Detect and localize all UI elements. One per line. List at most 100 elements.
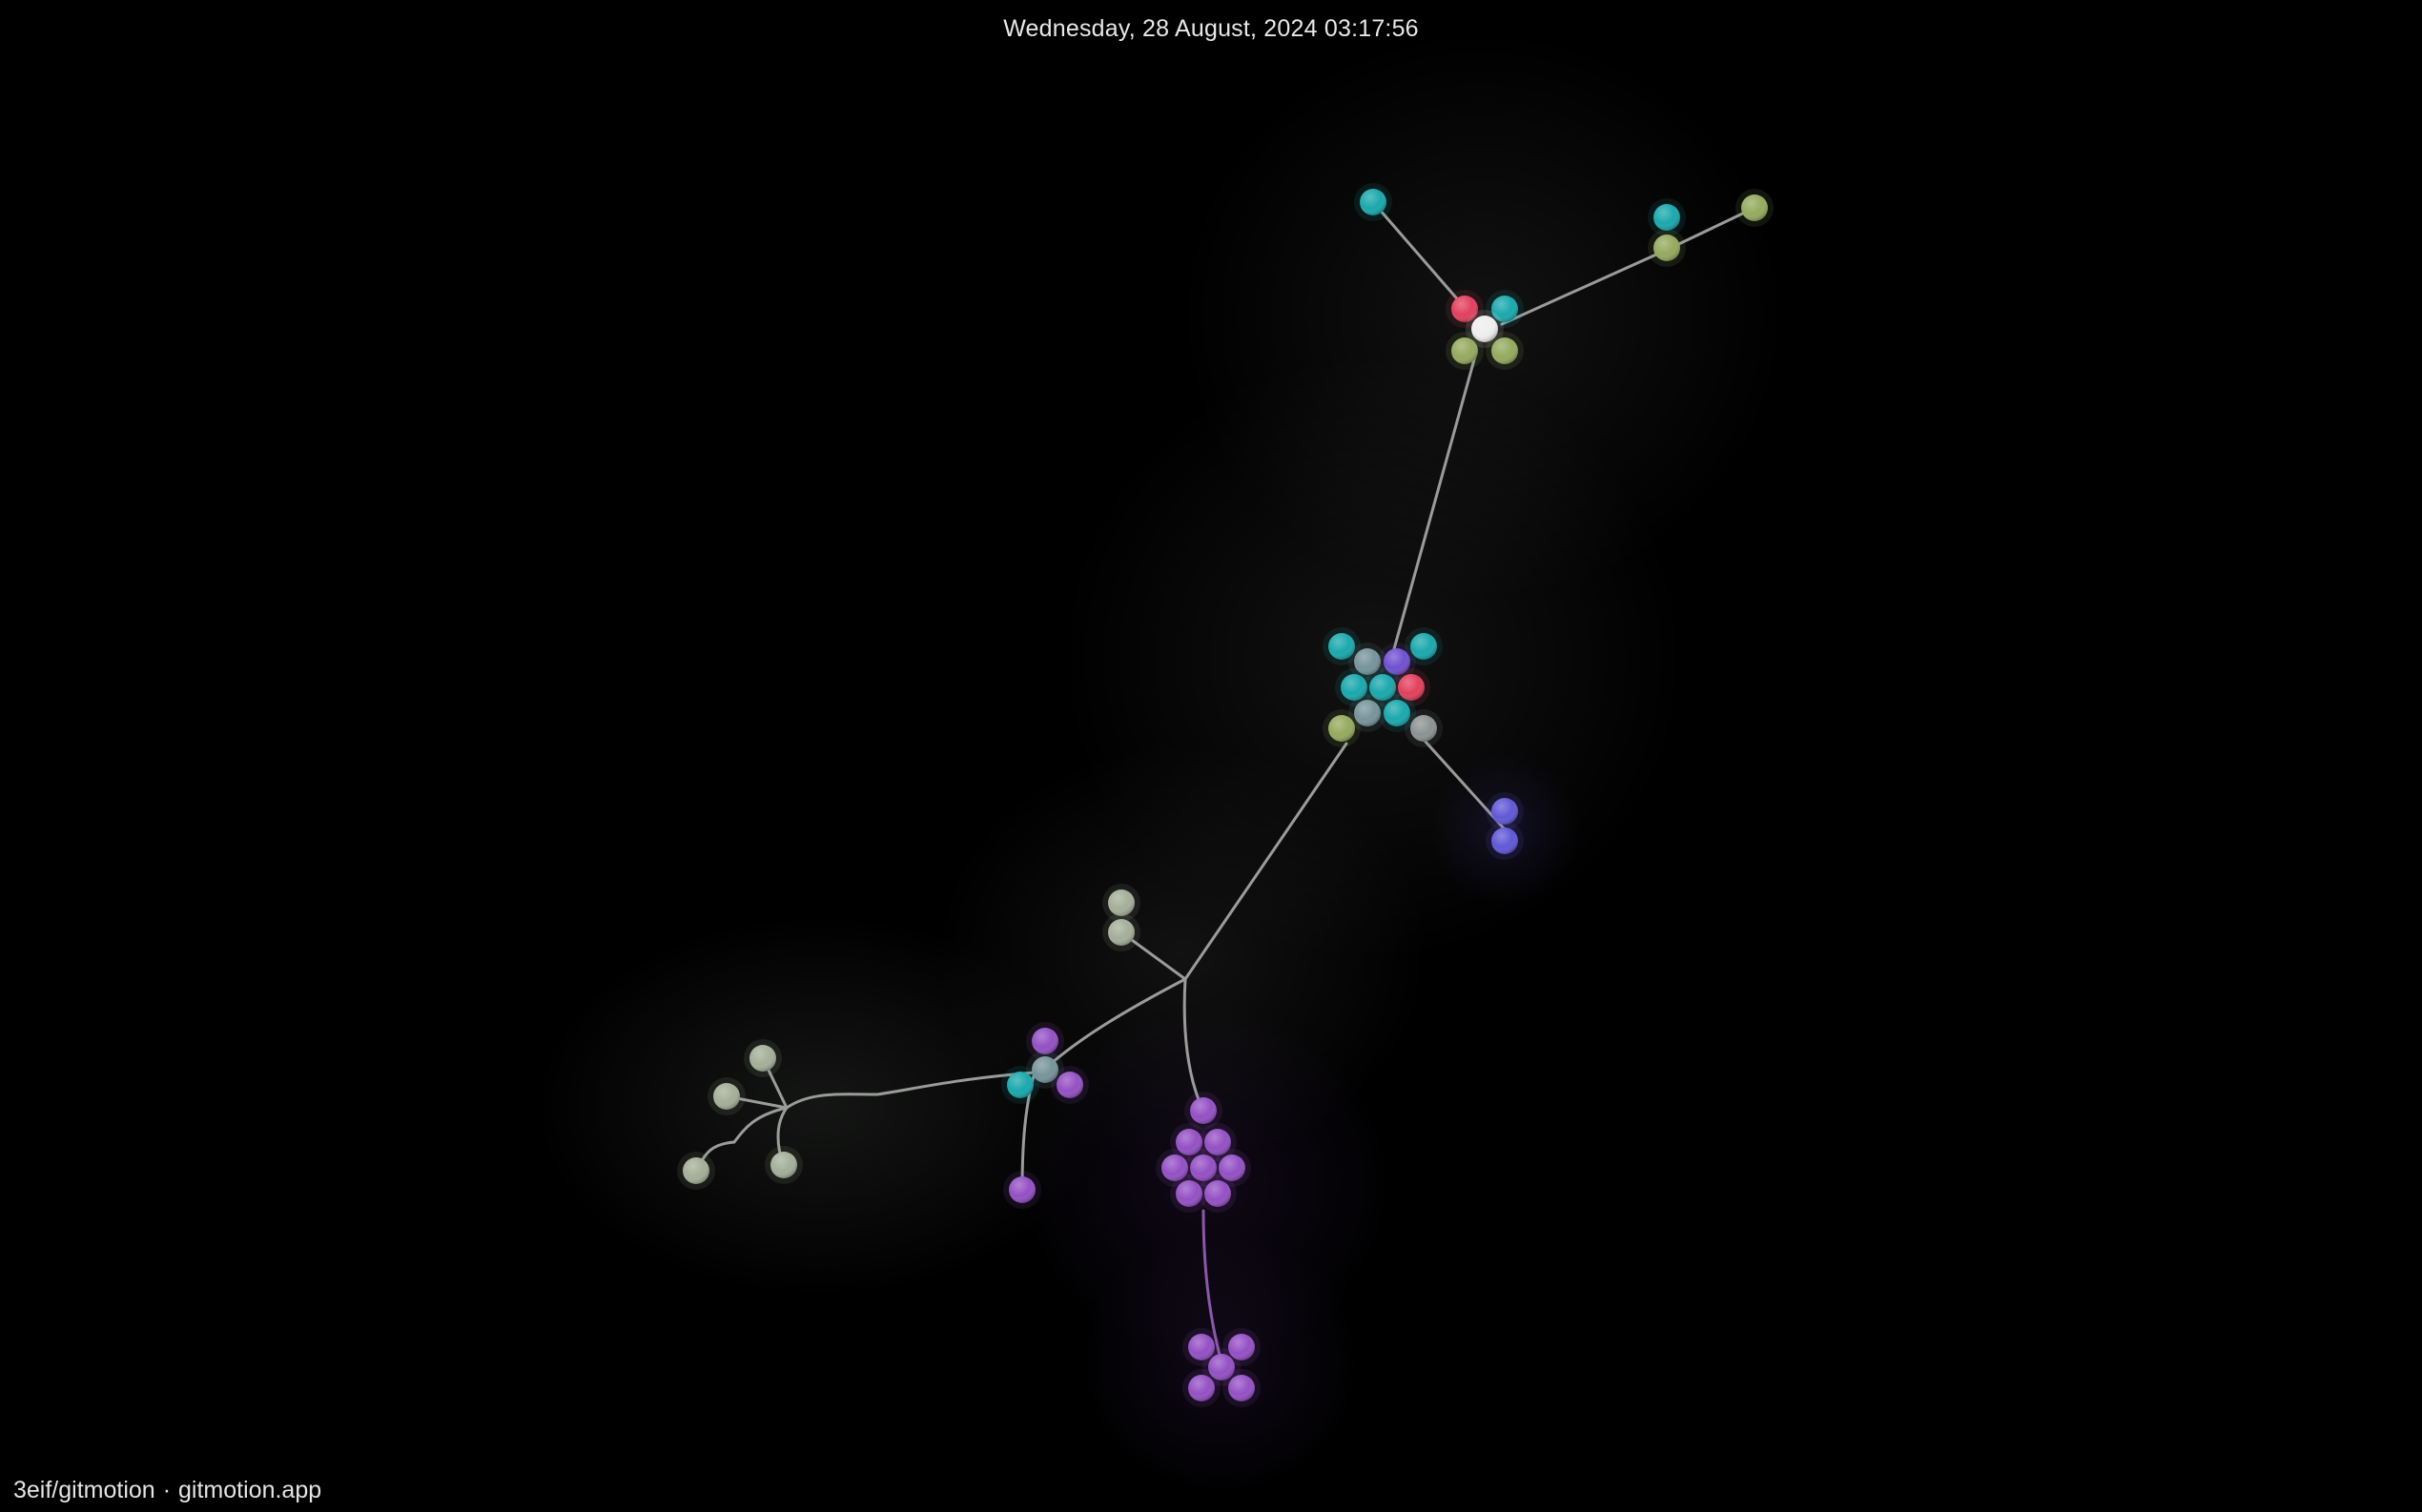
edge-junction-to-violet — [1042, 977, 1187, 1072]
file-node-shading — [1328, 715, 1355, 742]
edge-central-to-blue — [1424, 740, 1507, 831]
file-node-shading — [1653, 204, 1680, 231]
file-node-shading — [1741, 194, 1768, 221]
file-node-shading — [1410, 633, 1437, 660]
file-node-shading — [1341, 674, 1367, 701]
repo-name[interactable]: 3eif/gitmotion — [13, 1477, 155, 1503]
file-node-sage[interactable] — [1102, 884, 1140, 922]
file-node-shading — [1108, 889, 1135, 916]
file-node-shading — [1451, 296, 1478, 322]
file-node-shading — [1032, 1056, 1058, 1083]
file-node-shading — [1176, 1180, 1202, 1207]
file-node-sage[interactable] — [744, 1039, 782, 1077]
file-node-olive[interactable] — [1446, 332, 1484, 370]
file-node-gray[interactable] — [1405, 709, 1443, 747]
file-node-teal[interactable] — [1486, 290, 1524, 328]
halo-layer — [534, 29, 1788, 1497]
file-node-shading — [1161, 1154, 1188, 1181]
file-node-shading — [1354, 700, 1381, 726]
halo-left-branch — [534, 915, 1106, 1297]
file-node-slate[interactable] — [1348, 643, 1386, 681]
file-node-shading — [1360, 189, 1386, 215]
file-node-shading — [1491, 337, 1518, 364]
file-node-olive[interactable] — [1486, 332, 1524, 370]
file-node-shading — [1007, 1072, 1034, 1098]
file-node-slate[interactable] — [1348, 694, 1386, 732]
edge-violet-to-left — [785, 1071, 1037, 1110]
file-node-shading — [1491, 296, 1518, 322]
file-node-violet[interactable] — [1170, 1175, 1208, 1213]
file-node-shading — [1188, 1375, 1215, 1401]
file-node-shading — [1491, 798, 1518, 825]
file-node-teal[interactable] — [1648, 198, 1686, 236]
node-layer — [677, 183, 1774, 1407]
file-node-shading — [1410, 715, 1437, 742]
file-node-shading — [1204, 1180, 1231, 1207]
file-node-olive[interactable] — [1648, 229, 1686, 267]
file-node-teal[interactable] — [1378, 694, 1416, 732]
edge-top-to-teal — [1371, 200, 1463, 305]
file-node-shading — [683, 1157, 709, 1184]
file-node-violet[interactable] — [1156, 1149, 1194, 1187]
footer-separator: · — [162, 1477, 172, 1503]
site-link[interactable]: gitmotion.app — [178, 1477, 322, 1503]
file-node-teal[interactable] — [1001, 1066, 1039, 1104]
file-node-shading — [1108, 919, 1135, 946]
file-node-sage[interactable] — [708, 1077, 746, 1115]
file-node-violet[interactable] — [1213, 1149, 1251, 1187]
file-node-violet[interactable] — [1051, 1066, 1089, 1104]
file-node-shading — [1228, 1334, 1255, 1360]
file-node-shading — [749, 1045, 776, 1072]
file-node-violet[interactable] — [1182, 1328, 1221, 1366]
file-node-shading — [1471, 316, 1498, 342]
file-node-teal[interactable] — [1335, 668, 1373, 706]
file-node-olive[interactable] — [1323, 709, 1361, 747]
file-node-sage[interactable] — [1102, 913, 1140, 951]
file-node-slate[interactable] — [1026, 1051, 1064, 1089]
file-node-lavender[interactable] — [1378, 643, 1416, 681]
file-node-teal[interactable] — [1405, 627, 1443, 665]
file-node-violet[interactable] — [1222, 1369, 1261, 1407]
edge-top-to-central — [1390, 351, 1478, 658]
file-node-violet[interactable] — [1170, 1123, 1208, 1161]
file-node-violet[interactable] — [1003, 1171, 1041, 1209]
file-node-shading — [1384, 700, 1410, 726]
file-node-violet[interactable] — [1184, 1149, 1222, 1187]
file-node-indigo[interactable] — [1486, 792, 1524, 830]
file-node-sage[interactable] — [765, 1146, 803, 1184]
file-node-teal[interactable] — [1323, 627, 1361, 665]
file-node-shading — [1204, 1129, 1231, 1155]
file-node-shading — [1354, 648, 1381, 675]
file-node-shading — [1032, 1028, 1058, 1054]
file-node-shading — [1219, 1154, 1245, 1181]
file-node-violet[interactable] — [1202, 1348, 1241, 1386]
file-node-white[interactable] — [1466, 310, 1504, 348]
file-node-shading — [1228, 1375, 1255, 1401]
file-node-shading — [1384, 648, 1410, 675]
file-node-red[interactable] — [1446, 290, 1484, 328]
file-node-olive[interactable] — [1735, 189, 1774, 227]
file-node-violet[interactable] — [1222, 1328, 1261, 1366]
file-node-shading — [713, 1083, 740, 1110]
file-node-shading — [1208, 1354, 1235, 1380]
file-node-shading — [1369, 674, 1396, 701]
file-node-indigo[interactable] — [1486, 822, 1524, 860]
file-node-teal[interactable] — [1364, 668, 1402, 706]
file-node-sage[interactable] — [677, 1152, 715, 1190]
file-node-shading — [1188, 1334, 1215, 1360]
file-node-red[interactable] — [1392, 668, 1430, 706]
file-node-shading — [1176, 1129, 1202, 1155]
file-node-teal[interactable] — [1354, 183, 1392, 221]
file-node-violet[interactable] — [1199, 1175, 1237, 1213]
file-node-violet[interactable] — [1182, 1369, 1221, 1407]
edge-left-to-low-sage — [694, 1106, 789, 1173]
file-node-violet[interactable] — [1026, 1022, 1064, 1060]
file-node-shading — [1190, 1154, 1217, 1181]
file-node-shading — [1190, 1097, 1217, 1124]
file-node-violet[interactable] — [1199, 1123, 1237, 1161]
file-node-shading — [1398, 674, 1425, 701]
file-node-shading — [1328, 633, 1355, 660]
file-node-violet[interactable] — [1184, 1092, 1222, 1130]
